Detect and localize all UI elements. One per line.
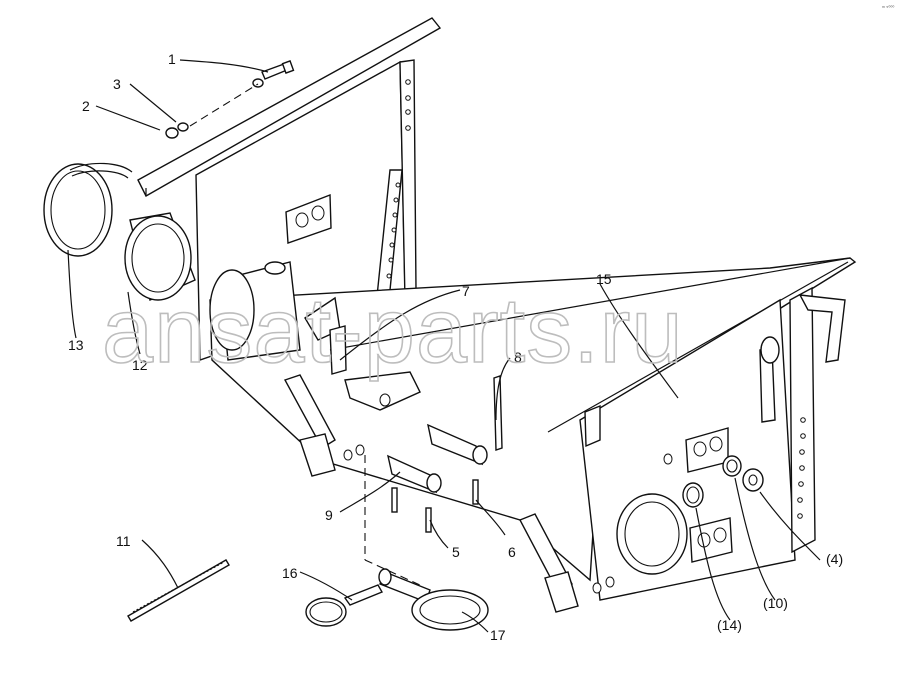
callout-3: 3 xyxy=(113,76,121,92)
corner-mark: ᵐ ⁵⁰⁰⁰ xyxy=(882,5,894,11)
callout-5: 5 xyxy=(452,544,460,560)
callout-13: 13 xyxy=(68,337,84,353)
callout-9: 9 xyxy=(325,507,333,523)
right-tube-end xyxy=(616,493,688,575)
part-1-bolt xyxy=(261,60,295,80)
callout-16: 16 xyxy=(282,565,298,581)
part-11-rod xyxy=(127,559,230,622)
callouts: 1 2 3 (4) 5 6 7 8 9 (10) 11 12 13 (14) 1… xyxy=(68,51,843,643)
callout-11: 11 xyxy=(116,533,131,549)
part-9-pins xyxy=(387,423,488,494)
part-5-spring-pin-a xyxy=(391,487,398,513)
left-tube-end xyxy=(209,269,255,351)
part-16-lynch-pin xyxy=(305,584,384,627)
callout-17: 17 xyxy=(490,627,506,643)
part-8-flat-bar xyxy=(493,375,503,451)
part-14-bushing xyxy=(682,482,704,508)
callout-2: 2 xyxy=(82,98,90,114)
top-mounting-bar xyxy=(137,17,442,197)
part-13-hose-clamp xyxy=(43,162,133,257)
callout-12: 12 xyxy=(132,357,148,373)
part-4-washer xyxy=(742,468,764,492)
callout-6: 6 xyxy=(508,544,516,560)
part-12-sleeve xyxy=(124,212,196,301)
callout-14: (14) xyxy=(717,617,742,633)
part-2-nut xyxy=(165,127,179,139)
part-3-washer xyxy=(177,122,189,132)
watermark: ansat-parts.ru xyxy=(102,280,684,382)
left-hinge-arm xyxy=(283,374,336,449)
main-frame xyxy=(137,17,857,613)
callout-7: 7 xyxy=(462,283,470,299)
part-6-spring-pin xyxy=(472,479,479,505)
part-17-ring-pin xyxy=(378,568,489,631)
callout-8: 8 xyxy=(514,349,522,365)
right-bracket xyxy=(798,294,846,363)
part-10-bushing xyxy=(722,455,742,477)
callout-10: (10) xyxy=(763,595,788,611)
hinge-bracket xyxy=(344,371,421,411)
callout-15: 15 xyxy=(596,271,612,287)
leader-lines xyxy=(67,59,821,633)
part-5-spring-pin-b xyxy=(425,507,432,533)
callout-4: (4) xyxy=(826,551,843,567)
callout-1: 1 xyxy=(168,51,176,67)
